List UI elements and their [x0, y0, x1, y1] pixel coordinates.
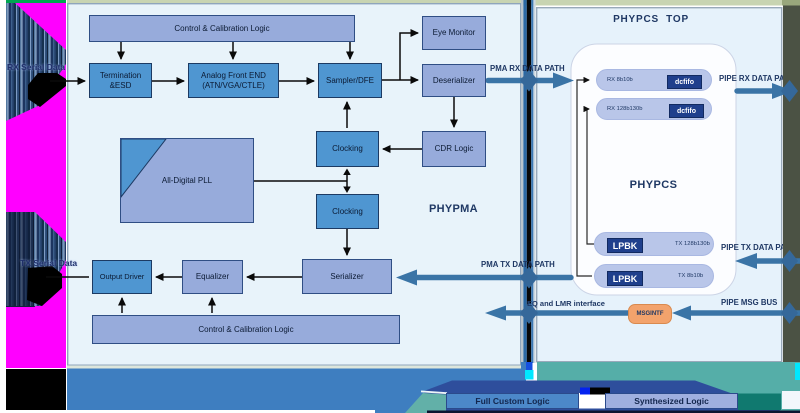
label-pipe-tx-data-path: PIPE TX DATA PATH: [721, 243, 783, 252]
label-rx-serial-data: RX Serial Data: [7, 62, 66, 72]
bottom-right-white: [782, 391, 800, 409]
phypma-title: PHYPMA: [429, 203, 478, 215]
bar-corner-bit: [521, 362, 527, 370]
block-control-calibration-bottom: Control & Calibration Logic: [92, 315, 400, 344]
divider-diamond-tx: [520, 266, 538, 289]
block-output-driver: Output Driver: [92, 260, 152, 294]
block-eye-monitor: Eye Monitor: [422, 16, 486, 50]
phypma-connectors: [46, 29, 458, 313]
blue-bit: [526, 362, 533, 370]
steel-arrows: [396, 69, 800, 324]
pill-rx-8b10b-label: RX 8b10b: [607, 77, 633, 83]
label-tx-serial-data: TX Serial Data: [20, 258, 78, 268]
edge-diamond-tx: [781, 250, 798, 272]
pill-lpbk-tx8b10b: LPBK TX 8b10b: [594, 264, 714, 288]
glitch-strip: [6, 0, 66, 410]
block-cdr-logic: CDR Logic: [422, 131, 486, 167]
blue-square: [580, 387, 590, 395]
top-sage-strip: [67, 0, 782, 6]
edge-diamond-msg: [781, 302, 798, 324]
legend-full-custom-logic: Full Custom Logic: [446, 393, 579, 409]
block-equalizer: Equalizer: [182, 260, 243, 294]
pll-label: All-Digital PLL: [161, 175, 213, 185]
black-square: [590, 387, 610, 395]
cyan-bit-right: [795, 363, 800, 380]
pill-rx-128b130b: RX 128b130b dcfifo: [596, 98, 712, 120]
lpbk-chip-2: LPBK: [607, 271, 643, 286]
divider-diamond-rx: [520, 69, 538, 92]
phypcs-title: PHYPCS: [629, 179, 678, 191]
tx-arrow-blob: [27, 266, 62, 306]
bottom-black-rect: [6, 369, 66, 410]
panel-bottom-sliver: [67, 365, 521, 369]
dcfifo-chip-1: dcfifo: [667, 75, 702, 89]
block-termination-esd: Termination &ESD: [89, 63, 152, 98]
pill-lpbk-tx128b130b: LPBK TX 128b130b: [594, 232, 714, 256]
pill-lpbk2-tag: TX 8b10b: [678, 273, 704, 279]
dcfifo-chip-2: dcfifo: [669, 104, 704, 118]
edge-diamond-rx: [781, 80, 798, 102]
phypcs-top-title: PHYPCS TOP: [613, 14, 689, 25]
block-deserializer: Deserializer: [422, 64, 486, 97]
bottom-teal-wedge: [405, 393, 446, 413]
label-pma-tx-data-path: PMA TX DATA PATH: [481, 260, 555, 269]
block-sampler-dfe: Sampler/DFE: [318, 63, 382, 98]
block-clocking-upper: Clocking: [316, 131, 379, 167]
pill-rx-128b130b-label: RX 128b130b: [607, 106, 643, 112]
label-pipe-msg-bus: PIPE MSG BUS: [721, 298, 778, 307]
msgintf-block: MSGINTF: [628, 304, 672, 324]
pll-triangle: [121, 139, 167, 198]
block-serializer: Serializer: [302, 259, 392, 294]
label-pma-rx-data-path: PMA RX DATA PATH: [490, 64, 565, 73]
phypcs-connectors: [576, 76, 594, 277]
legend-synthesized-logic: Synthesized Logic: [605, 393, 738, 409]
divider-diamond-lmr: [520, 302, 538, 324]
dark-teal-box: [738, 393, 781, 410]
block-analog-front-end: Analog Front END (ATN/VGA/CTLE): [188, 63, 279, 98]
bottom-white-strip: [0, 410, 375, 413]
pill-lpbk1-tag: TX 128b130b: [675, 241, 710, 247]
lpbk-chip-1: LPBK: [607, 238, 643, 253]
green-sliver: [6, 0, 66, 3]
block-all-digital-pll: All-Digital PLL: [120, 138, 254, 223]
top-sage-strip-dark: [782, 0, 800, 6]
pill-rx-8b10b: RX 8b10b dcfifo: [596, 69, 712, 91]
glitch-band-rx: [6, 3, 66, 121]
block-control-calibration-top: Control & Calibration Logic: [89, 15, 355, 42]
bottom-dark-strip: [427, 410, 800, 413]
panel-divider: [521, 0, 536, 363]
cyan-bit: [525, 370, 534, 380]
label-lmr-interface: EQ and LMR interface: [527, 299, 605, 308]
white-sliver: [420, 390, 448, 395]
legend-gap: [579, 393, 605, 409]
block-clocking-lower: Clocking: [316, 194, 379, 229]
label-pipe-rx-data-path: PIPE RX DATA PATH: [719, 74, 783, 83]
